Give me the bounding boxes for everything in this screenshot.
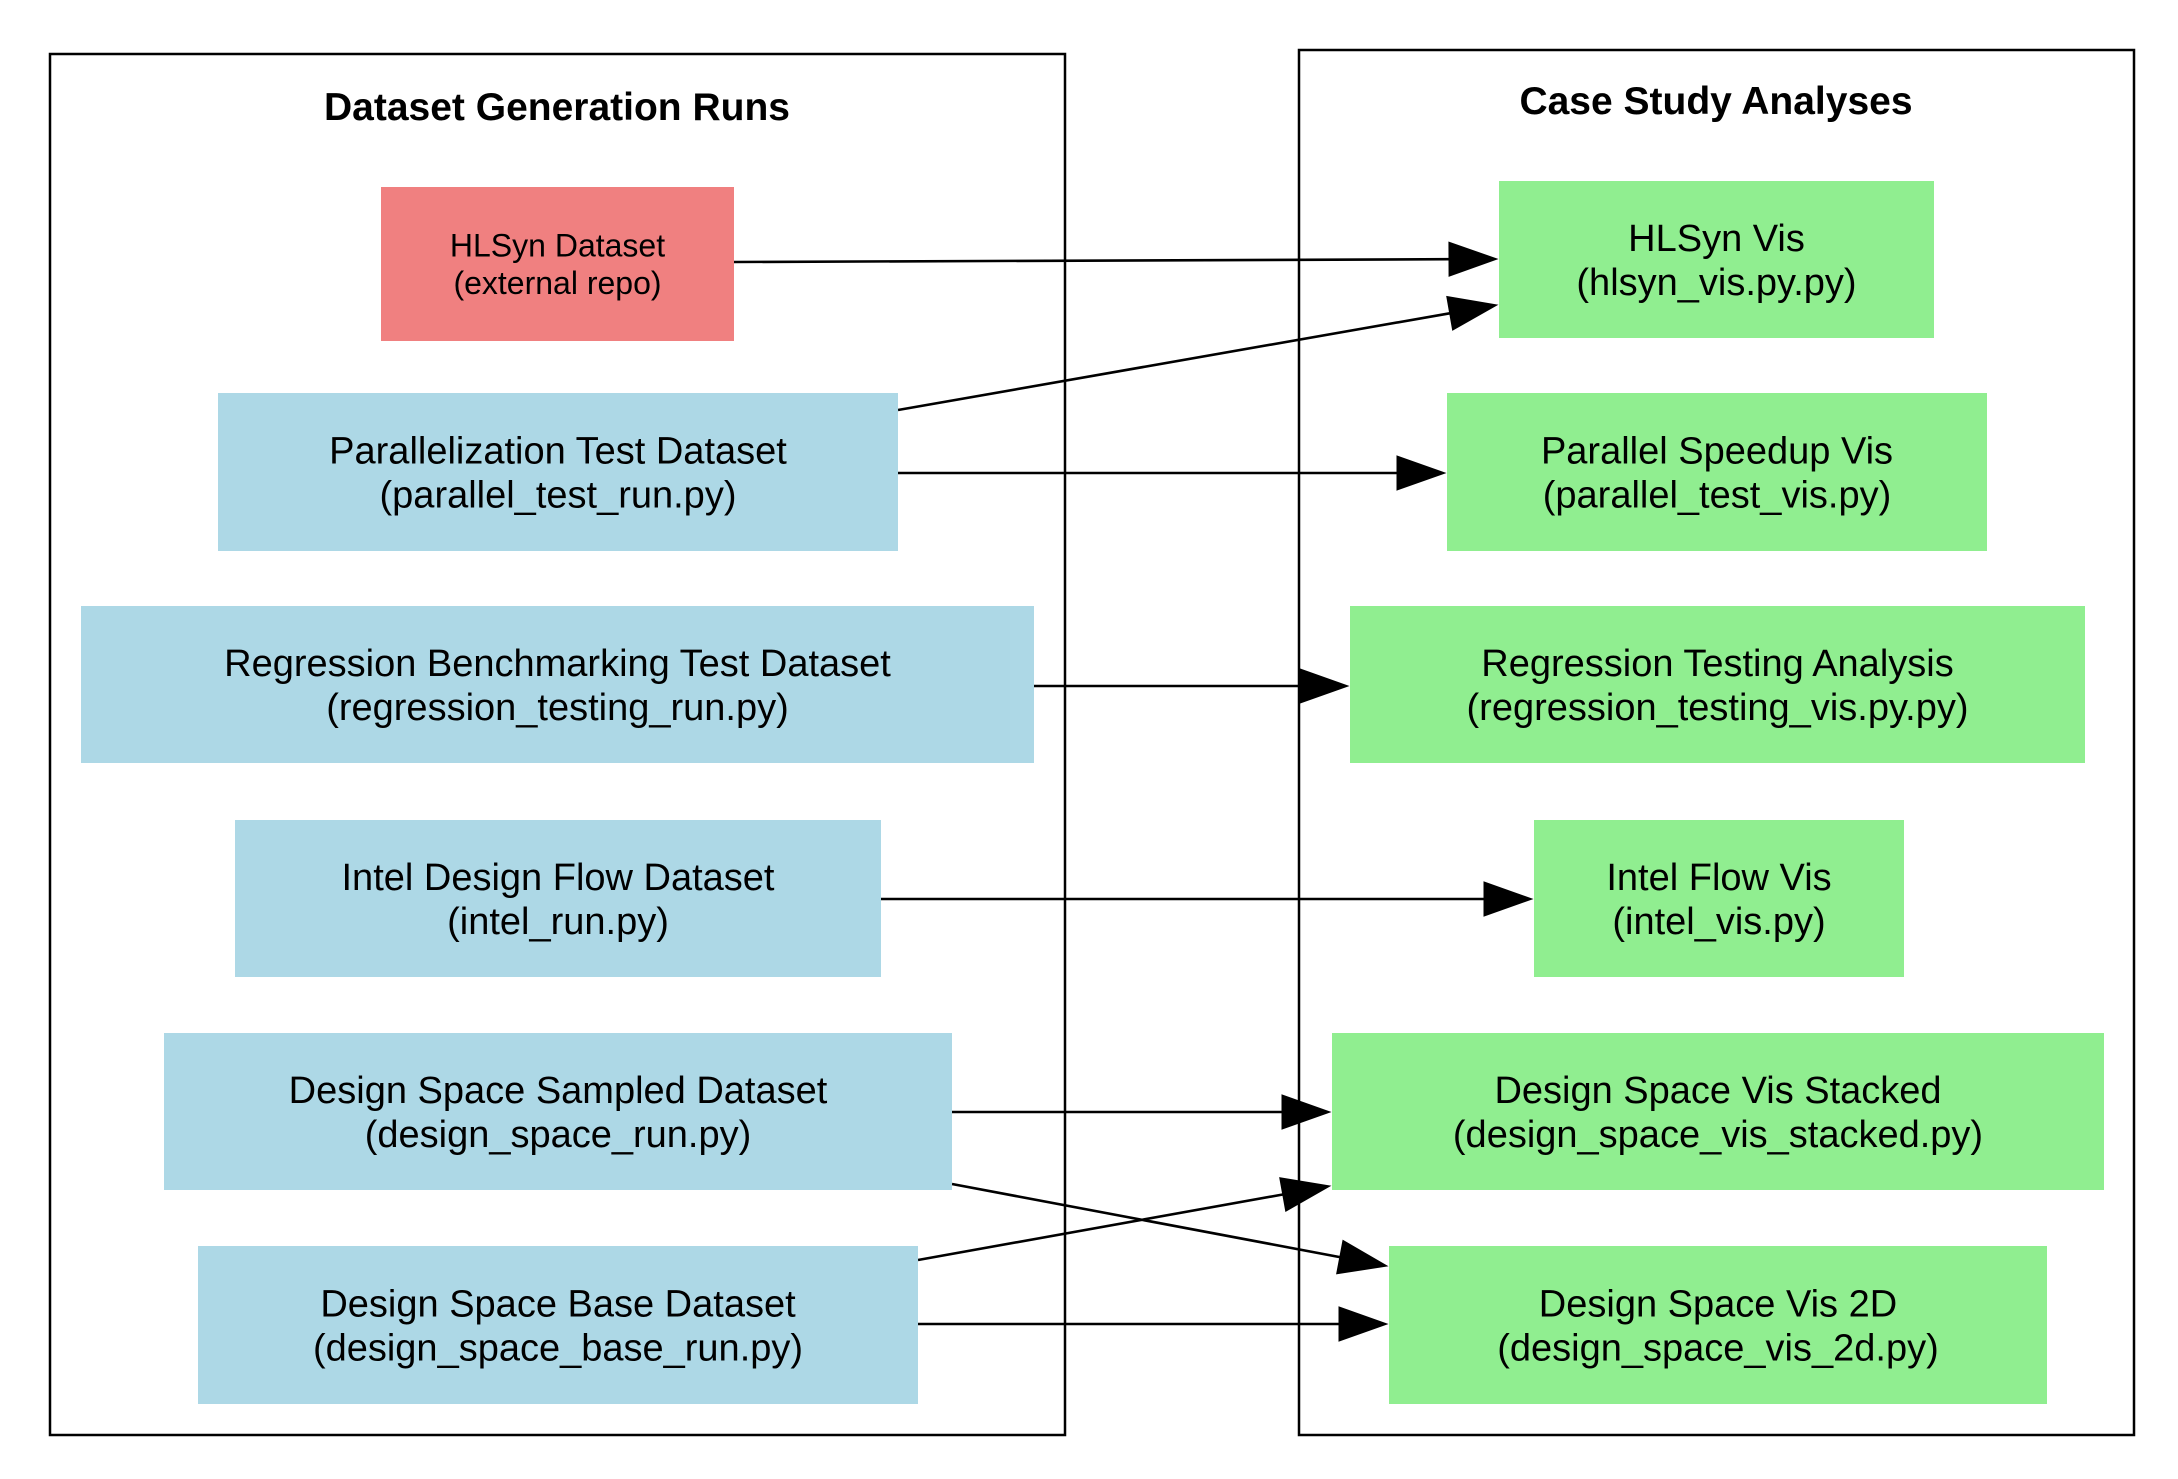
node-label: Regression Testing Analysis	[1481, 643, 1953, 685]
node-box	[1499, 181, 1934, 338]
node-hlsyn-vis: HLSyn Vis(hlsyn_vis.py.py)	[1499, 181, 1934, 338]
node-parallel-vis: Parallel Speedup Vis(parallel_test_vis.p…	[1447, 393, 1987, 551]
edge-line	[897, 312, 1450, 412]
edge-ds-sampled-ds-to-ds-2d-vis	[951, 1182, 1389, 1275]
arrowhead-icon	[1338, 1306, 1389, 1342]
edge-ds-base-ds-to-ds-stacked-vis	[917, 1177, 1332, 1262]
node-sublabel: (parallel_test_run.py)	[380, 474, 737, 516]
node-label: Intel Design Flow Dataset	[342, 857, 775, 899]
node-label: Design Space Base Dataset	[320, 1283, 796, 1325]
node-label: Design Space Sampled Dataset	[289, 1070, 828, 1112]
node-sublabel: (regression_testing_run.py)	[326, 687, 789, 729]
node-sublabel: (design_space_vis_2d.py)	[1497, 1327, 1939, 1369]
node-sublabel: (design_space_run.py)	[365, 1114, 752, 1156]
node-parallel-ds: Parallelization Test Dataset(parallel_te…	[218, 393, 898, 551]
node-sublabel: (external repo)	[453, 265, 661, 301]
edge-line	[951, 1182, 1341, 1259]
edge-intel-ds-to-intel-vis	[881, 881, 1534, 917]
node-sublabel: (design_space_vis_stacked.py)	[1453, 1114, 1983, 1156]
arrowhead-icon	[1279, 1177, 1332, 1213]
node-label: Design Space Vis Stacked	[1494, 1070, 1941, 1112]
node-regression-ds: Regression Benchmarking Test Dataset(reg…	[81, 606, 1034, 763]
arrowhead-icon	[1336, 1239, 1389, 1275]
node-box	[218, 393, 898, 551]
edge-line	[733, 257, 1450, 264]
node-ds-2d-vis: Design Space Vis 2D(design_space_vis_2d.…	[1389, 1246, 2047, 1404]
node-box	[1534, 820, 1904, 977]
edge-hlsyn-ds-to-hlsyn-vis	[733, 241, 1499, 277]
node-box	[1332, 1033, 2104, 1190]
node-box	[198, 1246, 918, 1404]
arrowhead-icon	[1446, 295, 1499, 331]
node-label: Parallel Speedup Vis	[1541, 430, 1893, 472]
node-label: Intel Flow Vis	[1606, 857, 1831, 899]
node-label: HLSyn Vis	[1628, 218, 1805, 260]
node-sublabel: (intel_run.py)	[447, 901, 669, 943]
node-intel-vis: Intel Flow Vis(intel_vis.py)	[1534, 820, 1904, 977]
node-ds-base-ds: Design Space Base Dataset(design_space_b…	[198, 1246, 918, 1404]
node-hlsyn-ds: HLSyn Dataset(external repo)	[381, 187, 734, 341]
arrowhead-icon	[1483, 881, 1534, 917]
node-box	[81, 606, 1034, 763]
node-sublabel: (hlsyn_vis.py.py)	[1576, 262, 1856, 304]
node-box	[235, 820, 881, 977]
node-box	[1350, 606, 2085, 763]
arrowhead-icon	[1448, 241, 1499, 277]
cluster-case-study-analyses-title: Case Study Analyses	[1519, 80, 1912, 123]
edge-parallel-ds-to-hlsyn-vis	[897, 295, 1499, 412]
arrowhead-icon	[1281, 1094, 1332, 1130]
cluster-dataset-generation-runs-border	[48, 52, 1067, 1437]
node-box	[1447, 393, 1987, 551]
node-box	[164, 1033, 952, 1190]
arrowhead-icon	[1396, 455, 1447, 491]
node-sublabel: (intel_vis.py)	[1612, 901, 1825, 943]
node-regression-vis: Regression Testing Analysis(regression_t…	[1350, 606, 2085, 763]
nodes-layer: HLSyn Dataset(external repo) Parallelizat…	[81, 181, 2104, 1404]
cluster-dataset-generation-runs: Dataset Generation Runs	[48, 52, 1067, 1437]
cluster-case-study-analyses-border	[1297, 48, 2136, 1437]
node-box	[1389, 1246, 2047, 1404]
node-sublabel: (parallel_test_vis.py)	[1543, 474, 1891, 516]
edge-parallel-ds-to-parallel-vis	[898, 455, 1447, 491]
node-sublabel: (regression_testing_vis.py.py)	[1467, 687, 1969, 729]
node-ds-stacked-vis: Design Space Vis Stacked(design_space_vi…	[1332, 1033, 2104, 1190]
edges-layer	[733, 241, 1534, 1342]
cluster-case-study-analyses: Case Study Analyses	[1297, 48, 2136, 1437]
edge-regression-ds-to-regression-vis	[1034, 668, 1350, 704]
node-intel-ds: Intel Design Flow Dataset(intel_run.py)	[235, 820, 881, 977]
node-label: Parallelization Test Dataset	[329, 430, 787, 472]
arrowhead-icon	[1299, 668, 1350, 704]
node-sublabel: (design_space_base_run.py)	[313, 1327, 803, 1369]
cluster-dataset-generation-runs-title: Dataset Generation Runs	[324, 86, 790, 129]
node-box	[381, 187, 734, 341]
edge-line	[917, 1193, 1283, 1262]
node-label: HLSyn Dataset	[450, 228, 665, 264]
node-label: Regression Benchmarking Test Dataset	[224, 643, 891, 685]
edge-ds-sampled-ds-to-ds-stacked-vis	[952, 1094, 1332, 1130]
node-ds-sampled-ds: Design Space Sampled Dataset(design_spac…	[164, 1033, 952, 1190]
node-label: Design Space Vis 2D	[1539, 1283, 1897, 1325]
edge-ds-base-ds-to-ds-2d-vis	[918, 1306, 1389, 1342]
